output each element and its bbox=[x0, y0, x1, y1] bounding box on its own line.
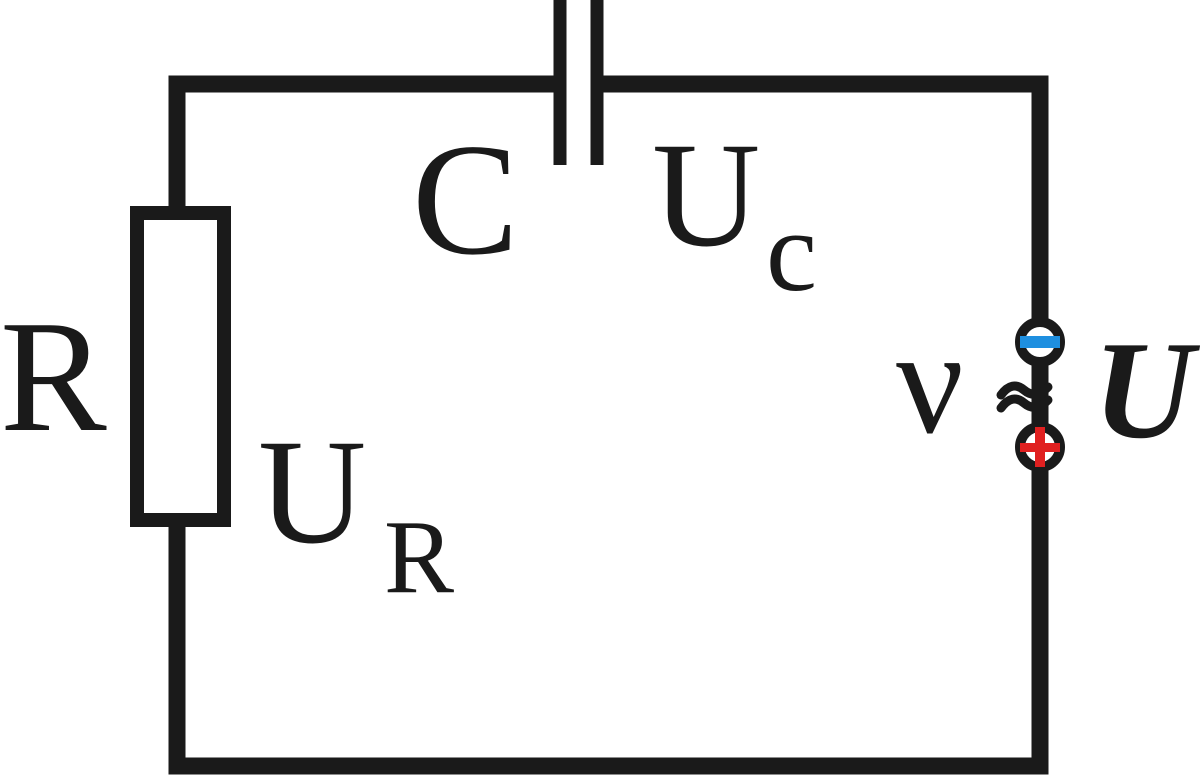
capacitor-voltage-subscript: c bbox=[766, 188, 817, 315]
source-voltage-label: U bbox=[1093, 313, 1200, 468]
minus-sign bbox=[1020, 336, 1060, 348]
ac-source-icon bbox=[996, 317, 1065, 472]
resistor-label: R bbox=[0, 287, 107, 465]
tilde-lower bbox=[996, 394, 1053, 413]
frequency-label: ν bbox=[896, 299, 964, 465]
wire-top-left bbox=[168, 75, 557, 213]
capacitor bbox=[553, 0, 604, 165]
resistor-voltage-subscript: R bbox=[384, 498, 454, 615]
capacitor-voltage-label: U bbox=[652, 112, 760, 278]
wire-top-right bbox=[597, 75, 1049, 322]
resistor-voltage-label: U bbox=[258, 409, 366, 575]
resistor bbox=[130, 206, 231, 527]
circuit-wires bbox=[168, 75, 1049, 775]
capacitor-label: C bbox=[412, 110, 519, 288]
tilde-upper bbox=[996, 381, 1053, 400]
plus-sign-vertical bbox=[1035, 427, 1045, 467]
wire-left-bottom bbox=[168, 467, 1049, 775]
